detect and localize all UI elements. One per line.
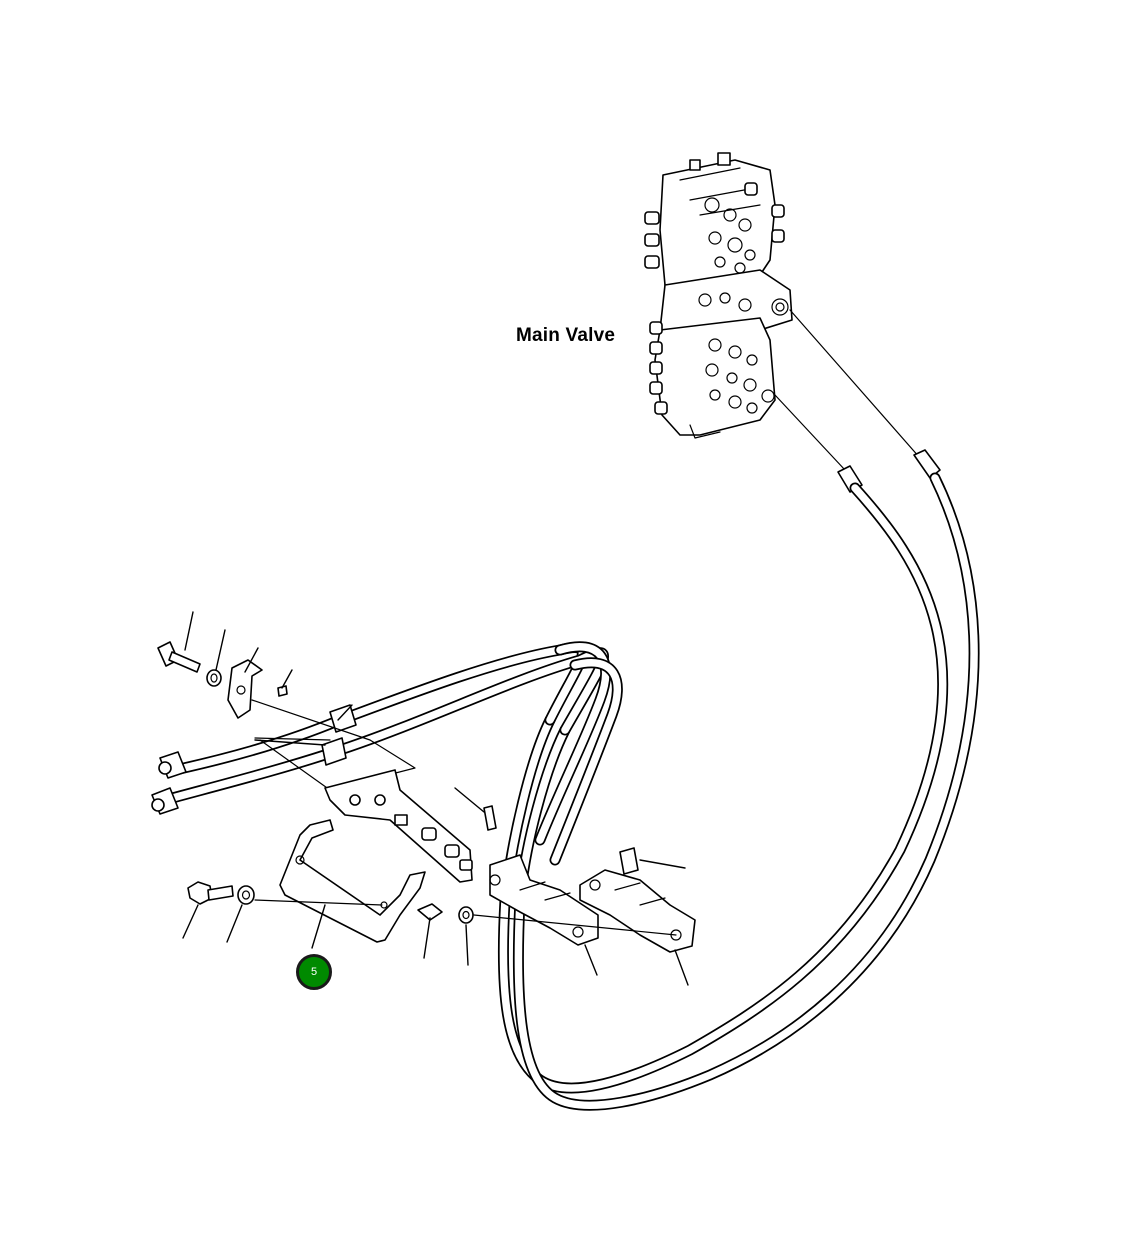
lower-hose-clamps bbox=[489, 854, 696, 953]
loose-hardware bbox=[157, 641, 474, 924]
callout-number: 5 bbox=[310, 966, 318, 978]
main-valve-assembly bbox=[644, 152, 793, 439]
leader-lines bbox=[182, 611, 689, 986]
bracket-part-5 bbox=[279, 819, 426, 943]
hose-clamp bbox=[321, 704, 357, 766]
mounting-plate-outline bbox=[251, 699, 416, 791]
callout-5[interactable]: 5 bbox=[296, 954, 332, 990]
main-valve-label: Main Valve bbox=[516, 325, 616, 346]
sleeve-parts bbox=[483, 805, 639, 875]
support-bracket bbox=[324, 769, 473, 883]
hose-pair-upper-loop bbox=[159, 641, 623, 866]
hose-pair-long bbox=[497, 472, 980, 1111]
left-hose-end-fittings bbox=[151, 751, 187, 815]
